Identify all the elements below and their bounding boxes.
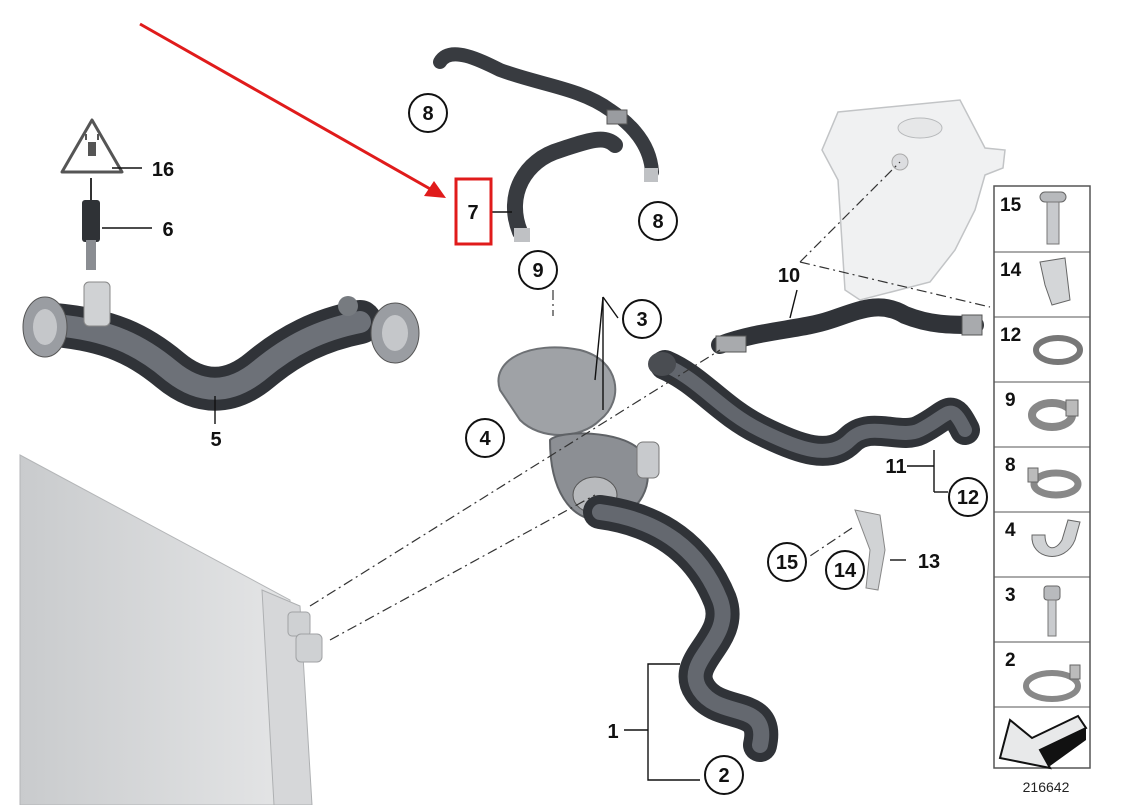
bracket-13	[854, 509, 886, 591]
legend-9: 9	[1005, 390, 1016, 411]
legend-12: 12	[1000, 325, 1021, 346]
callout-13: 13	[918, 551, 940, 573]
expansion-tank	[821, 99, 1006, 301]
radiator	[19, 454, 323, 805]
callout-7: 7	[467, 202, 478, 224]
hose-10	[711, 298, 984, 354]
callout-4: 4	[479, 428, 491, 450]
vent-hoses-7-8	[433, 47, 659, 242]
legend-2: 2	[1005, 650, 1016, 671]
hose-1	[583, 495, 779, 762]
mounting-direction-arrow-icon	[998, 714, 1088, 770]
callout-2: 2	[718, 765, 729, 787]
thermostat-housing-4	[497, 346, 660, 522]
diagram-number: 216642	[1023, 779, 1070, 795]
callout-3: 3	[636, 309, 647, 331]
callout-11: 11	[885, 456, 906, 478]
large-clamp-icon	[1023, 664, 1081, 702]
callout-10: 10	[778, 265, 800, 287]
parts-legend: 15 14 12 9 8 4 3 2	[993, 185, 1091, 770]
hose-11	[648, 350, 980, 466]
callout-1: 1	[607, 721, 618, 743]
callout-16: 16	[152, 159, 174, 181]
legend-14: 14	[1000, 260, 1022, 281]
legend-8: 8	[1005, 455, 1016, 476]
callouts: 8 8 7 9 3 4 16 6 5 10 11 12 15 14 13 1 2	[152, 93, 988, 795]
callout-6: 6	[162, 219, 173, 241]
callout-8-top: 8	[422, 103, 433, 125]
retaining-clip-icon	[1031, 519, 1081, 557]
legend-3: 3	[1005, 585, 1016, 606]
temperature-sensor-6	[82, 178, 100, 270]
assembly-lines	[309, 161, 991, 641]
leader-lines	[102, 167, 948, 781]
bolt-icon	[1043, 585, 1061, 637]
highlight-box	[454, 177, 493, 246]
callout-9: 9	[532, 260, 543, 282]
highlight-arrow	[139, 22, 446, 198]
callout-14: 14	[834, 560, 857, 582]
screw-icon	[1039, 191, 1067, 245]
legend-15: 15	[1000, 195, 1022, 216]
spring-clamp-icon	[1027, 467, 1082, 499]
hose-clamp-icon	[1033, 335, 1083, 365]
hose-5	[22, 281, 420, 411]
clip-icon	[1039, 257, 1071, 306]
callout-5: 5	[210, 429, 221, 451]
electrical-warning-icon	[60, 118, 124, 174]
callout-12: 12	[957, 487, 979, 509]
legend-4: 4	[1005, 520, 1016, 541]
band-clamp-icon	[1028, 399, 1079, 431]
callout-15: 15	[776, 552, 798, 574]
callout-8-right: 8	[652, 211, 663, 233]
